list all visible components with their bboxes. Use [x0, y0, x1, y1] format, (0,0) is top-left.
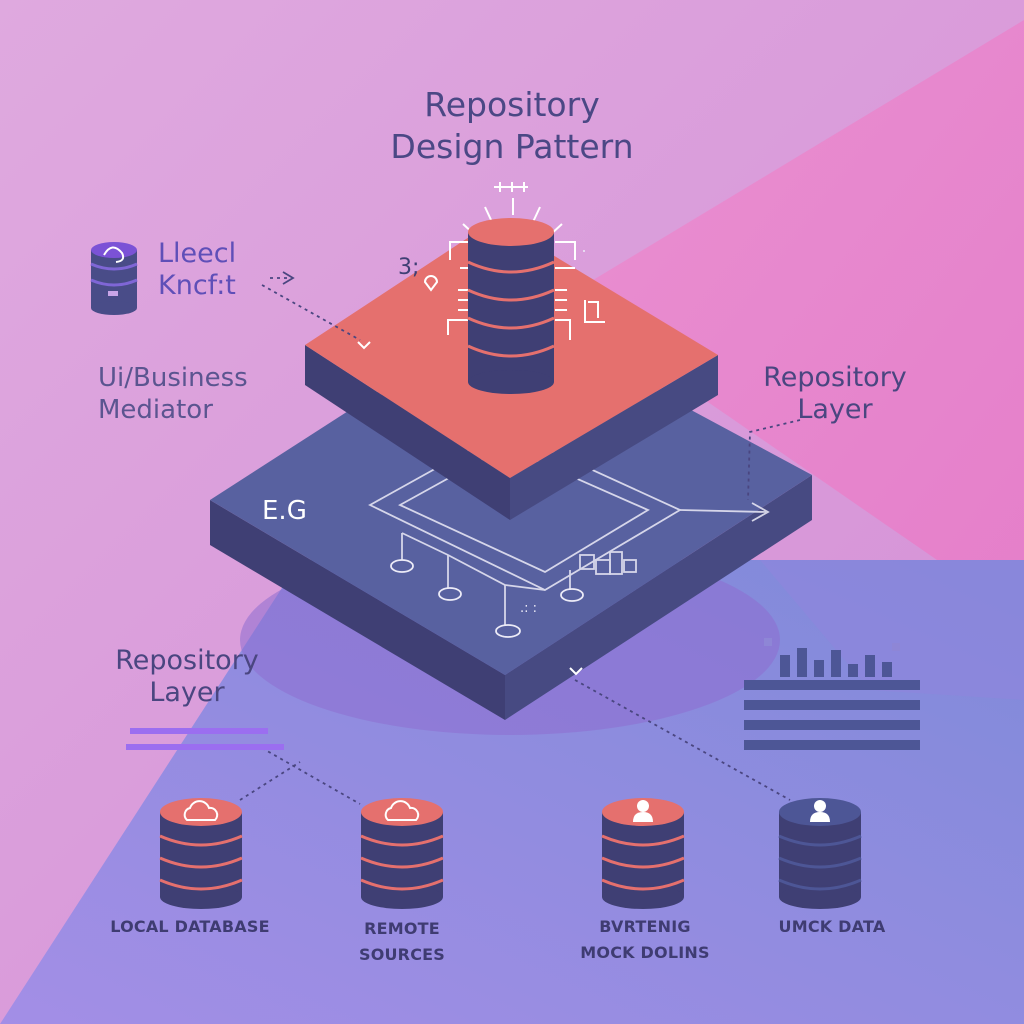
source-label-2-line-2: MOCK DOLINS: [580, 943, 710, 962]
left-layer-label-line-1: Repository: [115, 645, 259, 676]
page-title: Repository Design Pattern: [0, 84, 1024, 168]
source-label-0-line-1: LOCAL DATABASE: [110, 917, 270, 936]
left-database-icon: [90, 242, 138, 315]
source-label-1-line-1: REMOTE: [364, 919, 440, 938]
left-icon-label-line-1: Lleecl: [158, 238, 237, 269]
left-icon-label: Lleecl Kncf:t: [158, 238, 236, 302]
title-line-2: Design Pattern: [390, 127, 634, 166]
source-label-1: REMOTE SOURCES: [322, 916, 482, 968]
connector-lines: [239, 271, 801, 805]
source-label-0: LOCAL DATABASE: [90, 914, 290, 940]
right-label-line-2: Layer: [797, 394, 873, 425]
stray-label: 3;: [398, 255, 420, 280]
source-label-2: BVRTENIG MOCK DOLINS: [565, 914, 725, 966]
left-icon-label-line-2: Kncf:t: [158, 270, 236, 301]
cloud-icon: [384, 800, 420, 821]
right-label: Repository Layer: [740, 362, 930, 426]
source-label-3-line-1: UMCK DATA: [778, 917, 886, 936]
mediator-label-line-1: Ui/Business: [98, 363, 248, 393]
left-layer-label-line-2: Layer: [149, 677, 225, 708]
data-source-cylinder-1: [360, 798, 444, 909]
mediator-label: Ui/Business Mediator: [98, 362, 248, 426]
source-label-2-line-1: BVRTENIG: [599, 917, 691, 936]
title-line-1: Repository: [424, 85, 600, 124]
source-label-3: UMCK DATA: [752, 914, 912, 940]
data-source-cylinder-3: [778, 798, 862, 909]
cloud-icon: [183, 800, 219, 821]
data-sources: [159, 798, 862, 909]
central-database: [423, 182, 605, 394]
user-icon: [633, 800, 653, 822]
middle-layer-label: E.G: [262, 496, 307, 526]
user-icon: [810, 800, 830, 822]
mediator-label-line-2: Mediator: [98, 395, 213, 425]
right-data-bars: [744, 638, 920, 750]
source-label-1-line-2: SOURCES: [358, 945, 446, 964]
svg-text:.: :: .: :: [520, 601, 537, 616]
left-bars: [126, 728, 284, 750]
data-source-cylinder-2: [601, 798, 685, 909]
right-label-line-1: Repository: [763, 362, 907, 393]
left-layer-label: Repository Layer: [92, 645, 282, 709]
data-source-cylinder-0: [159, 798, 243, 909]
